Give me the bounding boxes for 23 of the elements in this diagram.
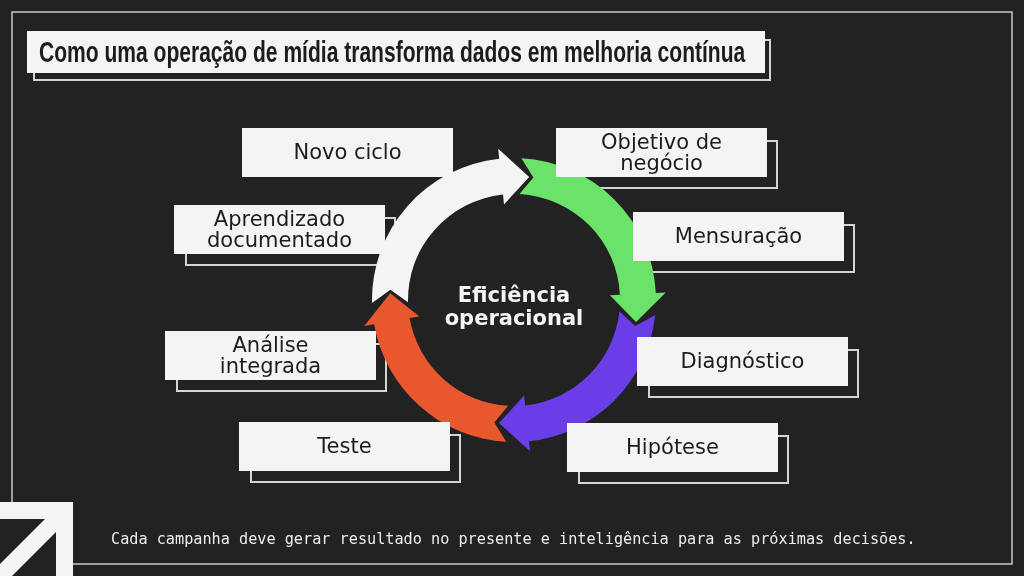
title-text: Como uma operação de mídia transforma dados em melhoria contínua	[39, 36, 746, 68]
step-box	[567, 423, 789, 484]
caption-text: Cada campanha deve gerar resultado no presente e inteligência para as próximas decisões.	[111, 530, 916, 548]
step-label: Hipótese	[625, 437, 720, 458]
step-label: Análise integrada	[219, 334, 322, 377]
step-box	[239, 422, 461, 483]
step-box	[174, 205, 396, 266]
cycle-arrow	[364, 293, 509, 442]
step-box	[556, 128, 778, 189]
step-label: Novo ciclo	[292, 142, 403, 163]
step-label: Aprendizado documentado	[206, 208, 353, 251]
cycle-arrow	[519, 158, 666, 322]
step-box	[242, 128, 453, 177]
step-label: Mensuração	[674, 226, 803, 247]
step-box	[637, 337, 859, 398]
cycle-arrow	[372, 148, 530, 304]
step-label: Teste	[316, 436, 373, 457]
step-label: Diagnóstico	[680, 351, 805, 372]
step-box	[633, 212, 855, 273]
cycle-arrow	[499, 311, 656, 452]
center-label: Eficiência operacional	[444, 284, 584, 330]
step-box	[165, 331, 387, 392]
step-label: Objetivo de negócio	[600, 131, 723, 174]
